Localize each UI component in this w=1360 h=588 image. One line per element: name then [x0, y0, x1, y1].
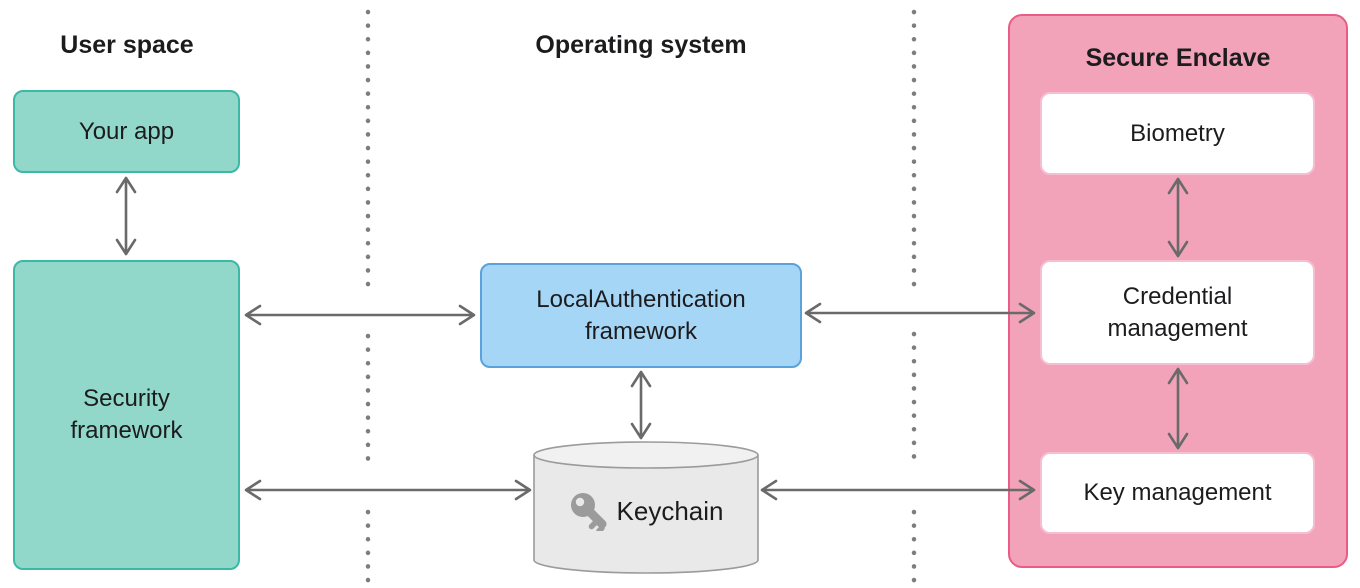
key-icon	[570, 493, 607, 531]
node-security-framework-label: Security framework	[70, 385, 183, 444]
column-header-operating-system: Operating system	[535, 31, 747, 59]
node-your-app: Your app	[13, 90, 240, 173]
arrow-securityframework-keychain	[244, 479, 532, 501]
column-header-secure-enclave: Secure Enclave	[1085, 44, 1271, 72]
arrow-yourapp-securityframework	[115, 176, 137, 256]
node-localauthentication-framework-label: LocalAuthentication framework	[536, 285, 746, 345]
node-keychain-label: Keychain	[616, 495, 724, 526]
node-localauthentication-framework: LocalAuthentication framework	[480, 263, 802, 368]
arrow-localauth-credentialmanagement	[804, 302, 1036, 324]
node-your-app-label: Your app	[78, 117, 175, 145]
node-security-framework: Security framework	[13, 260, 240, 570]
arrow-securityframework-localauth	[244, 304, 476, 326]
node-biometry-label: Biometry	[1130, 119, 1225, 147]
node-keychain: Keychain	[534, 482, 758, 540]
node-biometry: Biometry	[1040, 92, 1315, 175]
node-key-management-label: Key management	[1083, 479, 1272, 507]
arrow-localauth-keychain	[630, 370, 652, 440]
arrow-keychain-keymanagement	[760, 479, 1036, 501]
column-header-user-space: User space	[60, 31, 194, 59]
node-credential-management-label: Credential management	[1107, 282, 1248, 342]
node-credential-management: Credential management	[1040, 260, 1315, 365]
node-key-management: Key management	[1040, 452, 1315, 534]
